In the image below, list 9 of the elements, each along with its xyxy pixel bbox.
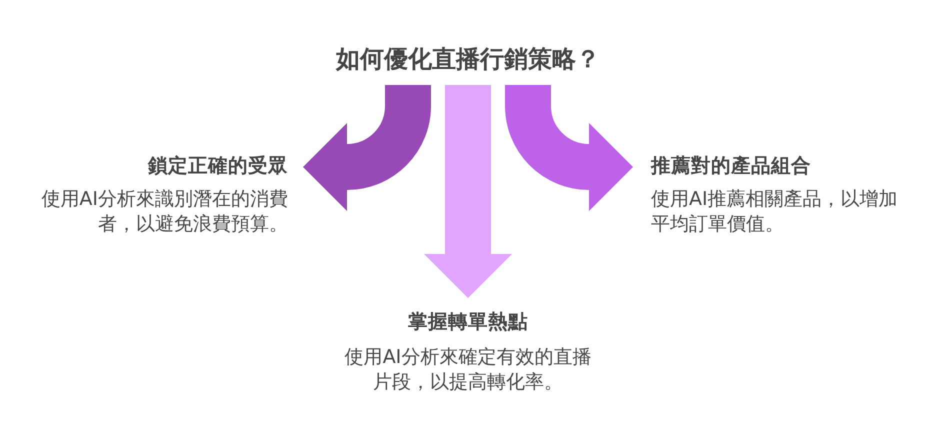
arrow — [303, 83, 431, 211]
description-text: 使用AI分析來確定有效的直播片段，以提高轉化率。 — [344, 344, 592, 394]
question-heading: 如何優化直播行銷策略？ — [336, 44, 600, 74]
node-heading: 鎖定正確的受眾 — [148, 153, 288, 179]
node-heading: 推薦對的產品組合 — [651, 153, 811, 179]
arrow — [505, 83, 633, 211]
description-text: 使用AI分析來識別潛在的消費者，以避免浪費預算。 — [40, 186, 288, 236]
description-text: 使用AI推薦相關產品，以增加平均訂單價值。 — [651, 186, 899, 236]
node-heading: 掌握轉單熱點 — [408, 309, 528, 335]
